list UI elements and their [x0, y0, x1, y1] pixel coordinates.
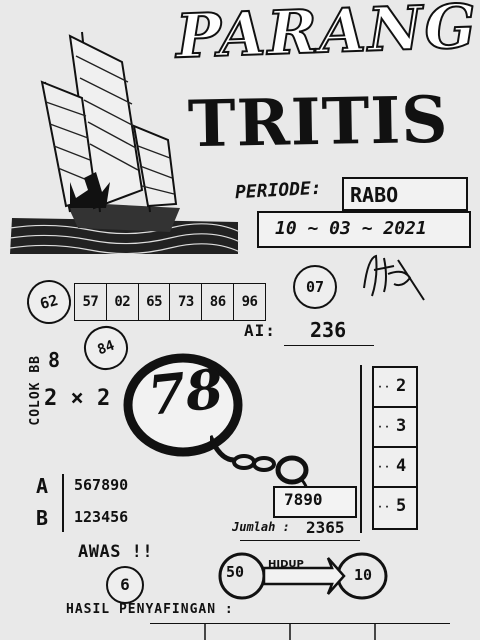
value-box-text: 7890	[284, 490, 323, 509]
big-number: 78	[144, 356, 227, 428]
a-label: A	[36, 474, 49, 498]
awas-text: AWAS !!	[78, 542, 154, 562]
colok-top: 8	[48, 348, 61, 372]
number-cell: 86	[202, 284, 235, 320]
boxes-line	[360, 365, 362, 533]
number-row: 57 02 65 73 86 96	[74, 283, 266, 321]
jumlah-value: 2365	[306, 518, 345, 537]
signature	[363, 254, 425, 301]
ship-illustration	[10, 31, 240, 254]
periode-day-box	[342, 177, 468, 211]
number-cell: 73	[170, 284, 203, 320]
circle-62-label: 62	[37, 290, 61, 314]
number-cell: 57	[75, 284, 107, 320]
box-dots: ··	[377, 382, 392, 393]
right-box: ·· 3	[372, 406, 418, 450]
circle-10: 10	[354, 566, 373, 584]
box-dots: ··	[377, 422, 392, 433]
box-dots: ··	[377, 502, 392, 513]
periode-date: 10 ~ 03 ~ 2021	[275, 218, 427, 239]
hasil-label: HASIL PENYAFINGAN :	[66, 602, 234, 617]
ai-label: AI:	[244, 321, 276, 340]
right-box: ·· 2	[372, 366, 418, 410]
circle-50: 50	[226, 563, 245, 581]
value-box	[273, 486, 357, 518]
number-cell: 96	[241, 294, 258, 310]
ai-value: 236	[310, 318, 347, 342]
jumlah-underline	[240, 540, 360, 541]
periode-date-box	[257, 211, 471, 248]
number-cell: 02	[107, 284, 139, 320]
ai-underline	[284, 345, 374, 346]
title-tritis: TRITIS	[187, 82, 450, 163]
jumlah-label: Jumlah :	[232, 520, 290, 534]
ab-divider	[62, 474, 64, 532]
right-box-value: 2	[396, 376, 407, 396]
b-label: B	[36, 506, 49, 530]
right-box: ·· 5	[372, 486, 418, 530]
circle-07: 07	[293, 265, 337, 309]
title-parang: PARANG	[174, 0, 480, 73]
right-box-value: 4	[396, 456, 407, 476]
number-cell: 65	[139, 284, 171, 320]
hasil-dividers	[204, 624, 376, 640]
box-dots: ··	[377, 462, 392, 473]
hidup-label: HIDUP	[268, 559, 304, 570]
a-value: 567890	[74, 476, 129, 494]
circle-6-label: 6	[120, 575, 130, 594]
hidup-arrow	[218, 552, 388, 600]
right-box-value: 3	[396, 416, 407, 436]
right-box-value: 5	[396, 496, 407, 516]
right-box: ·· 4	[372, 446, 418, 490]
b-value: 123456	[74, 508, 129, 526]
periode-day: RABO	[350, 183, 399, 207]
big-ring	[123, 353, 243, 457]
colok-bottom: 2 × 2	[44, 386, 111, 411]
circle-07-label: 07	[305, 278, 325, 296]
circle-6: 6	[106, 566, 144, 604]
periode-label: PERIODE:	[234, 177, 323, 204]
hasil-line	[150, 623, 450, 624]
circle-62: 62	[22, 275, 76, 329]
